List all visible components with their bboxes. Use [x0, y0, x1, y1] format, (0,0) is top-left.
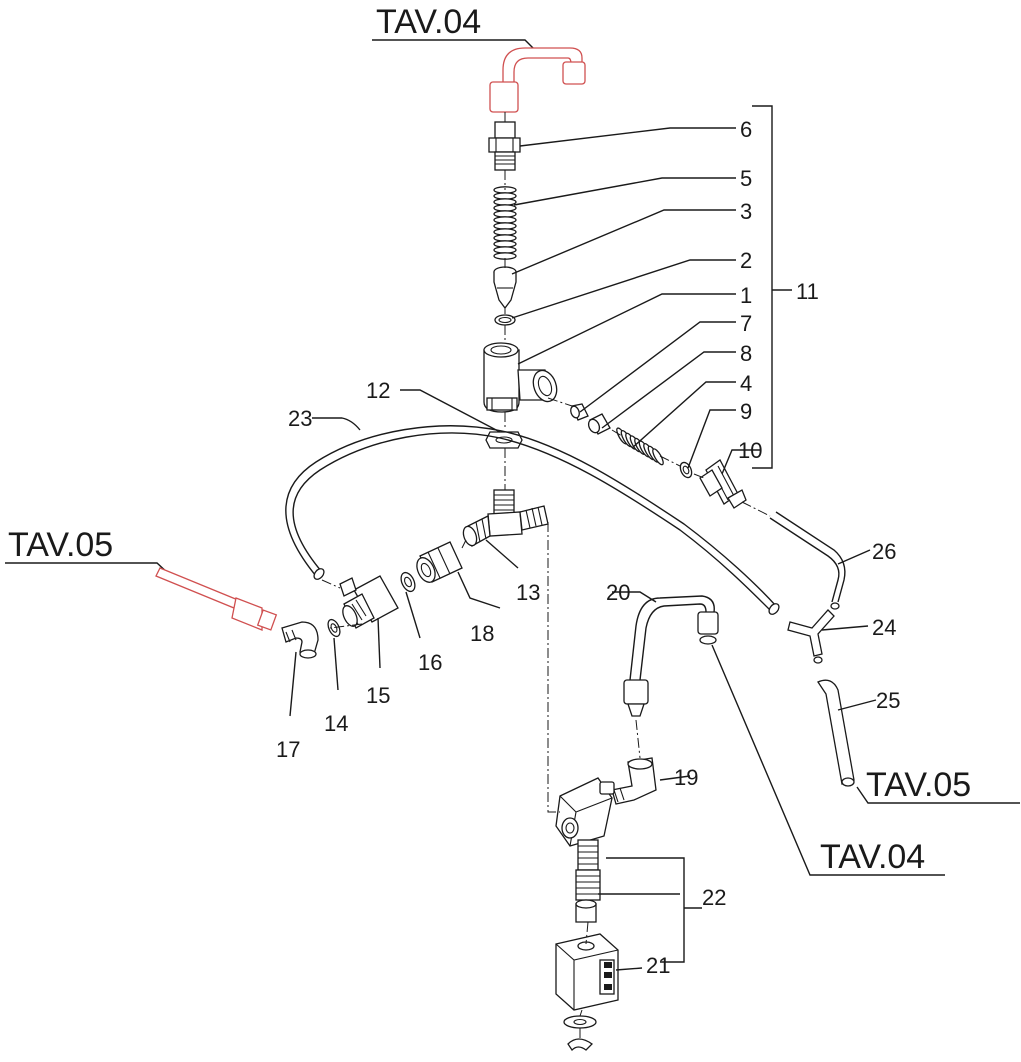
label-23: 23: [288, 406, 312, 431]
part-24-y-connector: [787, 609, 835, 664]
label-1: 1: [740, 283, 752, 308]
part-3-valve-cone: [493, 266, 517, 310]
reference-pipe-left: [155, 567, 278, 631]
reference-tav05-bottom-right-text: TAV.05: [866, 766, 971, 804]
part-12-nut: [485, 431, 523, 449]
reference-tav04-bottom-right: TAV.04: [711, 644, 945, 876]
part-9-ring: [679, 461, 693, 479]
label-7: 7: [740, 311, 752, 336]
label-16: 16: [418, 650, 442, 675]
part-25-tube: [817, 679, 855, 787]
part-26-pipe: [769, 511, 846, 610]
leader-lines: [289, 105, 877, 971]
part-5-spring: [493, 186, 517, 260]
part-20-pipe: [623, 595, 719, 717]
reference-pipe-top: [489, 47, 586, 113]
label-22: 22: [702, 885, 726, 910]
label-21: 21: [646, 953, 670, 978]
reference-tav05-left: TAV.05: [5, 526, 171, 576]
label-20: 20: [606, 580, 630, 605]
part-21-coil: [555, 933, 619, 1052]
label-17: 17: [276, 737, 300, 762]
label-10: 10: [738, 438, 762, 463]
label-24: 24: [872, 615, 896, 640]
part-labels: 6 5 3 2 1 7 8 4 9 10 11 12 23 13 18 16 1…: [276, 117, 900, 978]
label-4: 4: [740, 371, 752, 396]
label-11: 11: [796, 279, 819, 304]
part-18-adapter: [416, 541, 463, 583]
label-2: 2: [740, 248, 752, 273]
label-14: 14: [324, 711, 348, 736]
label-5: 5: [740, 166, 752, 191]
label-18: 18: [470, 621, 494, 646]
label-9: 9: [740, 399, 752, 424]
label-8: 8: [740, 341, 752, 366]
reference-tav04-bottom-right-text: TAV.04: [820, 838, 925, 876]
part-6-fitting: [488, 121, 521, 171]
label-25: 25: [876, 688, 900, 713]
label-3: 3: [740, 199, 752, 224]
reference-tav04-top-text: TAV.04: [376, 3, 481, 41]
part-16-washer: [400, 571, 416, 593]
part-4-spring: [616, 427, 664, 466]
label-26: 26: [872, 539, 896, 564]
label-15: 15: [366, 683, 390, 708]
part-17-elbow: [281, 621, 319, 659]
part-13-tee: [462, 489, 549, 548]
label-12: 12: [366, 378, 390, 403]
part-14-oring: [327, 618, 341, 638]
part-23-hose: [285, 425, 780, 615]
label-6: 6: [740, 117, 752, 142]
reference-tav05-left-text: TAV.05: [8, 526, 113, 564]
assembly-axes: [321, 112, 771, 1038]
part-10-cap-fitting: [699, 459, 747, 509]
part-8-plunger: [587, 413, 611, 435]
part-15-body: [339, 575, 399, 629]
label-13: 13: [516, 580, 540, 605]
label-19: 19: [674, 765, 698, 790]
part-2-oring: [494, 314, 516, 326]
reference-tav05-bottom-right: TAV.05: [856, 766, 1020, 804]
part-1-tee-body: [483, 342, 558, 413]
reference-tav04-top: TAV.04: [372, 3, 546, 61]
part-19-elbow: [611, 757, 657, 805]
part-7-pin: [570, 403, 589, 421]
part-22-valve-body: [555, 777, 615, 923]
